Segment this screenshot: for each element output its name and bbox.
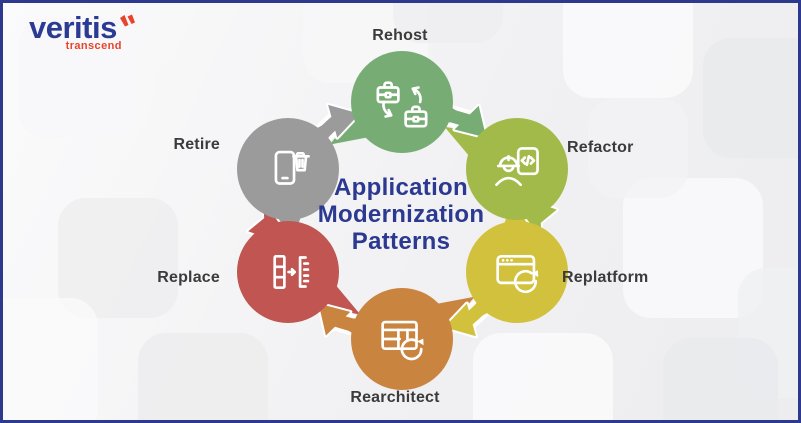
veritis-logo: veritis transcend <box>29 10 136 52</box>
node-replatform <box>466 221 568 323</box>
phone-trash-icon <box>274 150 310 185</box>
node-label-rearchitect: Rearchitect <box>350 389 440 406</box>
node-retire <box>237 118 339 220</box>
bg-shape <box>588 98 688 198</box>
logo-wordmark: veritis <box>29 10 117 45</box>
bg-shape <box>58 198 178 318</box>
bg-shape <box>3 298 98 420</box>
bg-shape <box>663 338 778 420</box>
bg-shape <box>18 18 138 138</box>
bg-shape <box>563 3 693 98</box>
engineer-code-document-icon <box>495 147 539 187</box>
title-line-3: Patterns <box>351 228 451 255</box>
title-line-2: Modernization <box>317 201 485 228</box>
arrow-head <box>318 303 351 336</box>
node-label-rehost: Rehost <box>372 27 428 44</box>
bg-shape <box>473 333 613 420</box>
node-label-retire: Retire <box>173 136 220 153</box>
page-title: Application Modernization Patterns <box>318 174 485 255</box>
background-pattern <box>3 3 798 420</box>
swap-list-icon <box>273 254 310 290</box>
node-refactor <box>466 118 568 220</box>
title-line-1: Application <box>334 174 468 201</box>
logo-tagline: transcend <box>65 40 122 52</box>
bg-shape <box>138 333 268 420</box>
bg-shape <box>703 38 798 158</box>
node-rehost <box>351 51 453 153</box>
node-label-replace: Replace <box>157 269 220 286</box>
arrow-head <box>444 303 476 337</box>
bg-shape <box>393 3 503 43</box>
node-rearchitect <box>351 288 453 390</box>
browser-refresh-icon <box>496 254 539 294</box>
node-label-refactor: Refactor <box>567 139 634 156</box>
arrow-head <box>454 105 487 138</box>
node-replace <box>237 221 339 323</box>
briefcase-transfer-icon <box>376 81 428 128</box>
logo-check-mark-icon <box>119 14 135 27</box>
node-label-replatform: Replatform <box>562 269 649 286</box>
table-refresh-icon <box>381 320 424 361</box>
